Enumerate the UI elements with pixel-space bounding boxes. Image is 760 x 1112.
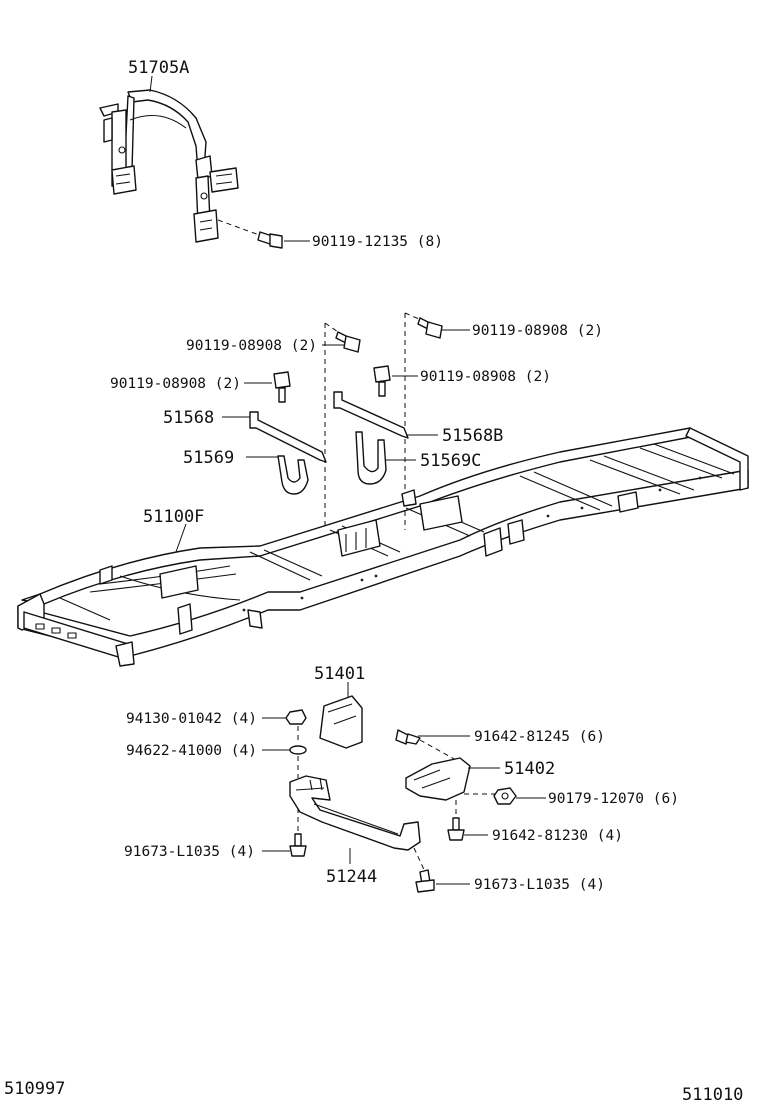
crossmember-51244-detail	[295, 787, 399, 835]
label-90119-12135: 90119-12135 (8)	[312, 234, 443, 250]
label-51568: 51568	[163, 408, 214, 428]
label-90119-08908-c: 90119-08908 (2)	[110, 376, 241, 392]
bracket-51401-detail	[327, 703, 357, 725]
bracket-51568	[249, 411, 327, 463]
label-91673-L1035-a: 91673-L1035 (4)	[124, 844, 255, 860]
label-51568B: 51568B	[442, 426, 503, 446]
label-90119-08908-a: 90119-08908 (2)	[186, 338, 317, 354]
label-91642-81230: 91642-81230 (4)	[492, 828, 623, 844]
label-91642-81245: 91642-81245 (6)	[474, 729, 605, 745]
crossmember-51244	[289, 775, 421, 851]
ladder-frame-51100F	[17, 427, 749, 667]
bolt-icon	[417, 317, 443, 339]
bolt-icon	[257, 231, 283, 249]
figure-code-right: 511010	[682, 1085, 743, 1105]
label-51401: 51401	[314, 664, 365, 684]
nut-icon	[285, 709, 307, 725]
cab-guard-frame-51705A	[99, 89, 239, 243]
bolt-icon	[373, 365, 391, 397]
label-94130-01042: 94130-01042 (4)	[126, 711, 257, 727]
bracket-51402	[405, 757, 471, 801]
label-51705A: 51705A	[128, 58, 189, 78]
clamp-51569C	[355, 431, 387, 485]
flange-nut-icon	[493, 787, 517, 805]
label-91673-L1035-b: 91673-L1035 (4)	[474, 877, 605, 893]
bolt-icon	[273, 371, 291, 403]
leader-51705A	[149, 75, 153, 93]
washer-icon	[289, 745, 307, 755]
crossmember-51244-holes	[309, 777, 323, 791]
bracket-51568B	[333, 391, 409, 439]
clamp-51569	[277, 455, 309, 495]
leader-51100F	[175, 523, 187, 553]
bolt-icon	[395, 729, 421, 745]
dash-guide-81245	[419, 739, 457, 761]
label-51100F: 51100F	[143, 507, 204, 527]
dash-guide-l1035-b	[413, 847, 427, 875]
bolt-icon	[415, 869, 435, 893]
figure-code-left: 510997	[4, 1079, 65, 1099]
bolt-icon	[447, 817, 465, 841]
bracket-51402-detail	[413, 769, 451, 789]
label-51569C: 51569C	[420, 451, 481, 471]
bolt-icon	[335, 331, 361, 353]
label-94622-41000: 94622-41000 (4)	[126, 743, 257, 759]
dash-guide-12135	[217, 219, 263, 237]
label-90179-12070: 90179-12070 (6)	[548, 791, 679, 807]
label-90119-08908-b: 90119-08908 (2)	[472, 323, 603, 339]
bolt-icon	[289, 833, 307, 857]
label-51569: 51569	[183, 448, 234, 468]
label-51244: 51244	[326, 867, 377, 887]
label-90119-08908-d: 90119-08908 (2)	[420, 369, 551, 385]
label-51402: 51402	[504, 759, 555, 779]
